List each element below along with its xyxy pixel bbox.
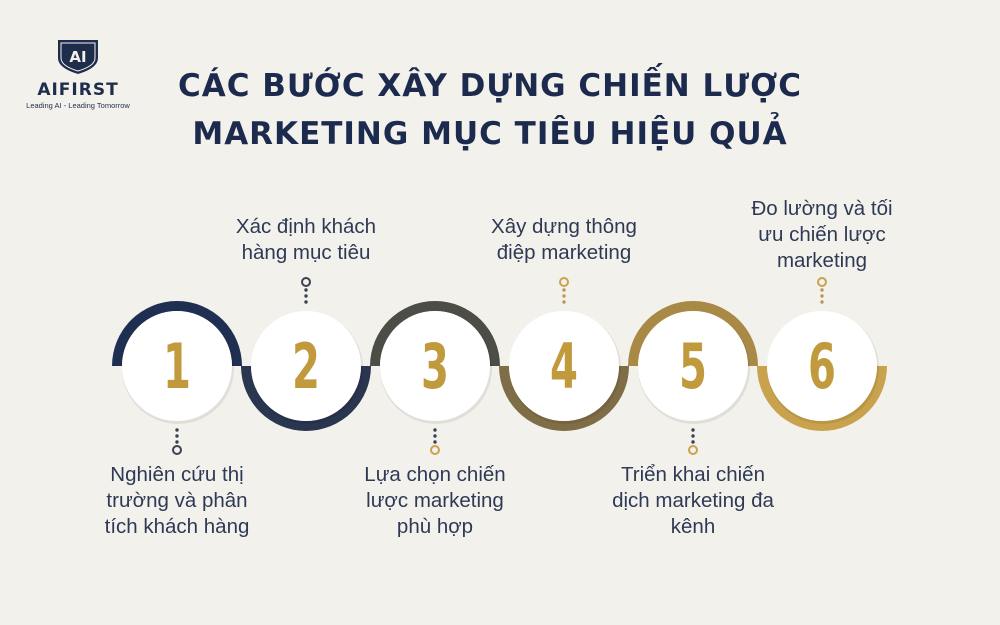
step-label-line: Triển khai chiến — [621, 463, 765, 486]
connector-dot — [820, 294, 824, 298]
connector-dot — [691, 440, 695, 444]
step-label-6: Đo lường và tối ưu chiến lược marketing — [722, 196, 922, 274]
title-line-1: CÁC BƯỚC XÂY DỰNG CHIẾN LƯỢC — [177, 68, 803, 104]
step-ring-arc — [241, 366, 371, 431]
connector-dot — [433, 434, 437, 438]
step-label-line: điệp marketing — [496, 241, 632, 264]
step-ring-arc — [628, 301, 758, 366]
step-label-5: Triển khai chiến dịch marketing đa kênh — [593, 462, 793, 540]
step-label-2: Xác định khách hàng mục tiêu — [206, 214, 406, 266]
connector-ring — [559, 277, 569, 287]
step-5: 5 — [628, 301, 758, 455]
connector-dot — [562, 288, 566, 292]
step-label-line: Nghiên cứu thị — [110, 463, 244, 486]
step-label-line: phù hợp — [396, 515, 474, 538]
logo-name: AIFIRST — [37, 80, 119, 100]
connector-dot — [304, 300, 308, 304]
step-label-line: Lựa chọn chiến — [364, 463, 506, 486]
connector-dot — [562, 294, 566, 298]
step-label-line: trường và phân — [106, 489, 248, 512]
step-circle — [122, 311, 232, 421]
step-label-1: Nghiên cứu thị trường và phân tích khách h… — [77, 462, 277, 540]
step-1: 1 — [112, 301, 242, 455]
title-line-2: MARKETING MỤC TIÊU HIỆU QUẢ — [192, 116, 788, 152]
connector-ring — [301, 277, 311, 287]
logo-mark: AI — [69, 48, 86, 66]
step-circle — [638, 311, 748, 421]
connector-dot — [691, 434, 695, 438]
connector-dot — [820, 288, 824, 292]
connector-ring — [817, 277, 827, 287]
step-label-3: Lựa chọn chiến lược marketing phù hợp — [335, 462, 535, 540]
step-ring-arc — [499, 366, 629, 431]
step-4: 4 — [499, 277, 629, 431]
step-label-line: Xác định khách — [235, 215, 377, 238]
step-ring-arc — [757, 366, 887, 431]
step-number: 2 — [292, 331, 320, 403]
brand-logo: AI AIFIRST Leading AI - Leading Tomorrow — [18, 36, 138, 110]
connector-dot — [175, 434, 179, 438]
connector-dot — [691, 428, 695, 432]
step-number: 1 — [163, 331, 191, 403]
connector-ring — [430, 445, 440, 455]
step-circle — [251, 311, 361, 421]
step-3: 3 — [370, 301, 500, 455]
step-label-line: tích khách hàng — [104, 515, 250, 538]
connector-ring — [688, 445, 698, 455]
shield-icon: AI — [58, 40, 98, 74]
step-circle — [509, 311, 619, 421]
connector-dot — [433, 428, 437, 432]
step-label-line: Đo lường và tối — [751, 197, 893, 220]
connector-dot — [175, 440, 179, 444]
step-circle — [767, 311, 877, 421]
step-number: 5 — [679, 331, 707, 403]
step-number: 6 — [808, 331, 836, 403]
page-title: CÁC BƯỚC XÂY DỰNG CHIẾN LƯỢC MARKETING M… — [150, 62, 830, 158]
connector-dot — [562, 300, 566, 304]
step-label-line: lược marketing — [366, 489, 504, 512]
step-2: 2 — [241, 277, 371, 431]
step-6: 6 — [757, 277, 887, 431]
step-label-4: Xây dựng thông điệp marketing — [464, 214, 664, 266]
step-number: 4 — [550, 331, 578, 403]
step-label-line: marketing — [776, 249, 867, 272]
connector-dot — [304, 288, 308, 292]
step-label-line: kênh — [670, 515, 716, 538]
step-ring-arc — [112, 301, 242, 366]
step-label-line: ưu chiến lược — [758, 223, 886, 246]
connector-dot — [820, 300, 824, 304]
step-number: 3 — [421, 331, 449, 403]
connector-ring — [172, 445, 182, 455]
logo-tagline: Leading AI - Leading Tomorrow — [26, 101, 130, 110]
step-circle — [380, 311, 490, 421]
connector-dot — [433, 440, 437, 444]
step-label-line: Xây dựng thông — [491, 215, 637, 238]
connector-dot — [175, 428, 179, 432]
step-label-line: dịch marketing đa — [612, 489, 774, 512]
connector-dot — [304, 294, 308, 298]
step-label-line: hàng mục tiêu — [241, 241, 371, 264]
step-ring-arc — [370, 301, 500, 366]
